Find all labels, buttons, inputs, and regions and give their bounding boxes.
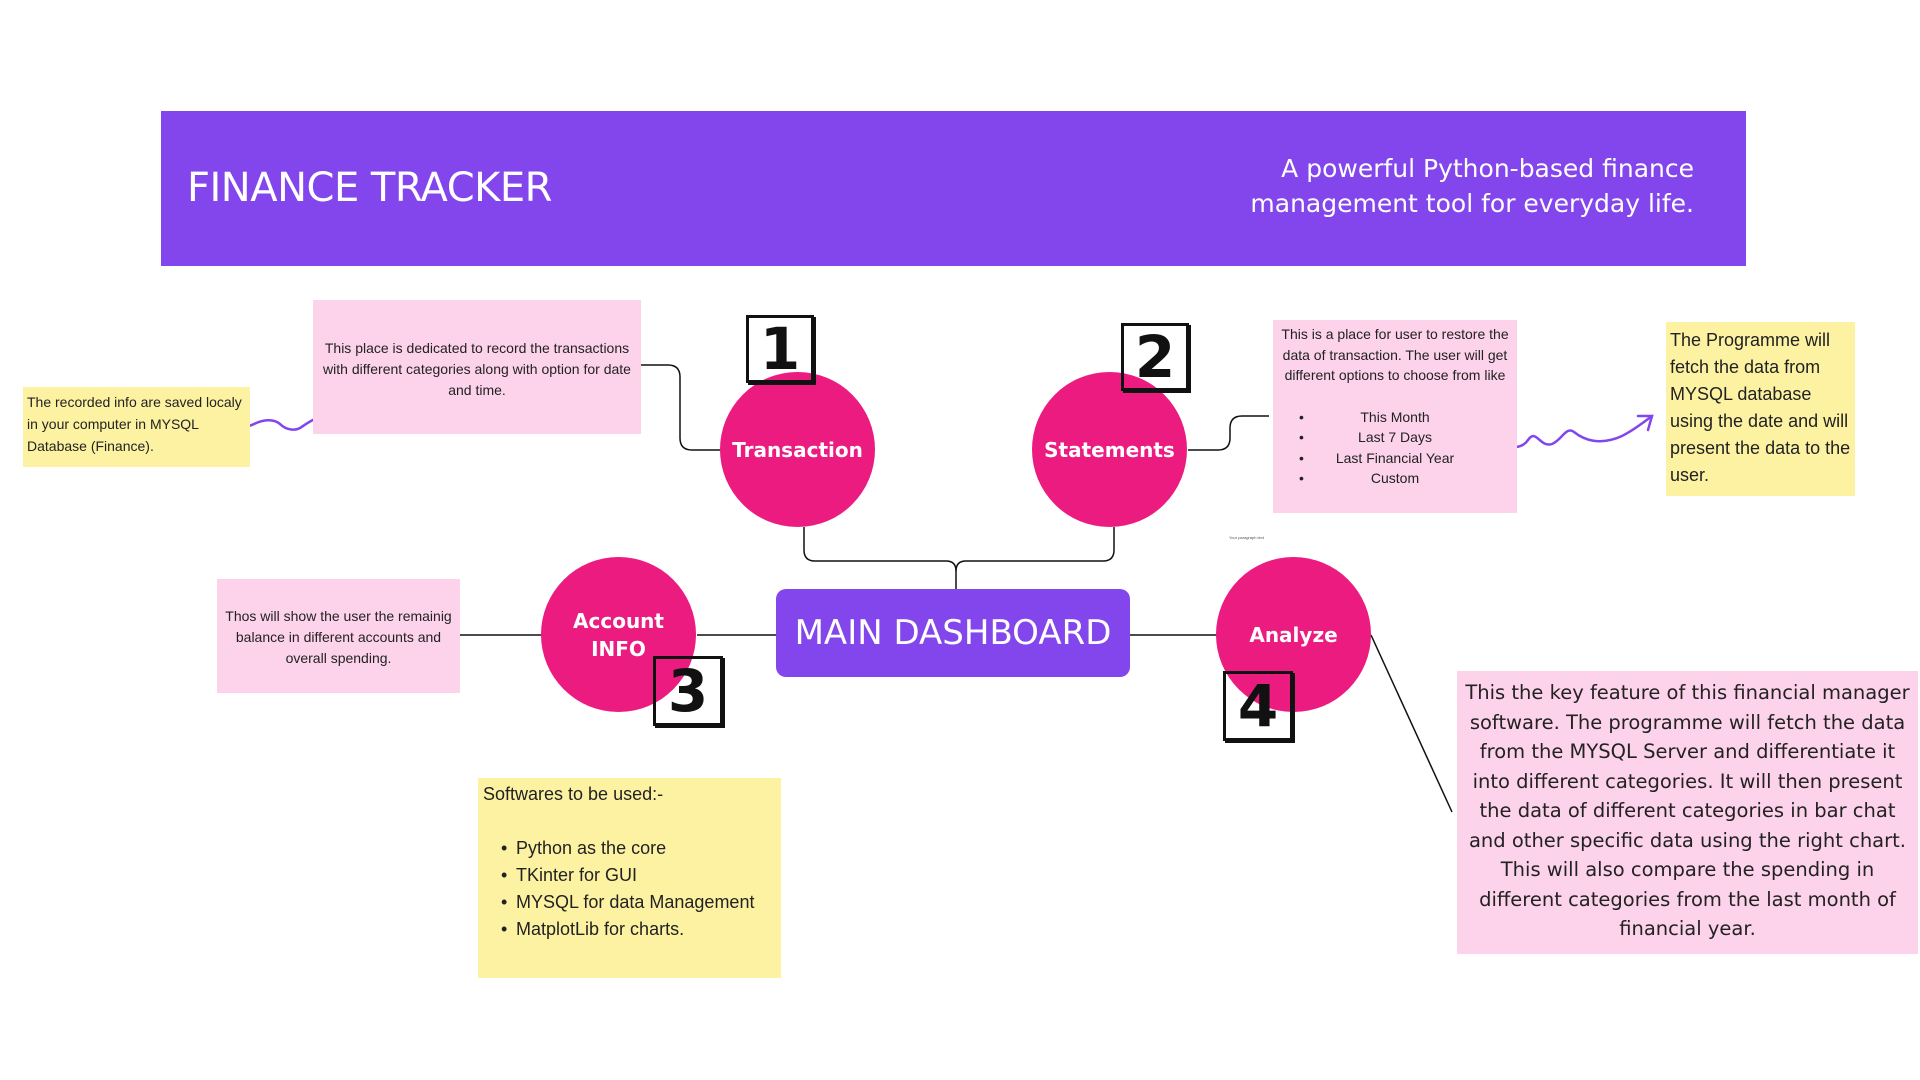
account-info-label-line1: Account xyxy=(573,608,664,633)
number-badge-3: 3 xyxy=(653,656,723,726)
page-title: FINANCE TRACKER xyxy=(187,165,552,211)
statements-note-intro: This is a place for user to restore the … xyxy=(1281,326,1509,383)
statements-option: This Month xyxy=(1277,407,1513,428)
squiggle-arrow-right xyxy=(1502,414,1654,449)
transaction-node: Transaction xyxy=(720,372,875,527)
statements-option: Last Financial Year xyxy=(1277,448,1513,469)
connector-statements-note xyxy=(1188,415,1269,451)
saved-info-note: The recorded info are saved localy in yo… xyxy=(23,387,250,467)
connector-statements-dashboard xyxy=(955,527,1115,572)
account-info-label-line2: INFO xyxy=(591,636,646,661)
transaction-note: This place is dedicated to record the tr… xyxy=(313,300,641,434)
statements-node: Statements xyxy=(1032,372,1187,527)
software-item: TKinter for GUI xyxy=(501,862,776,889)
statements-option: Custom xyxy=(1277,468,1513,489)
page-subtitle: A powerful Python-based finance manageme… xyxy=(1250,154,1694,218)
statements-note: This is a place for user to restore the … xyxy=(1273,320,1517,513)
number-badge-1: 1 xyxy=(746,315,814,383)
statements-options-list: This Month Last 7 Days Last Financial Ye… xyxy=(1277,407,1513,489)
connector-transaction-dashboard xyxy=(803,527,957,589)
number-badge-4: 4 xyxy=(1223,671,1293,741)
account-info-note: Thos will show the user the remainig bal… xyxy=(217,579,460,693)
software-list: Python as the core TKinter for GUI MYSQL… xyxy=(483,835,776,943)
squiggle-arrow-right-head xyxy=(1636,414,1654,432)
software-item: Python as the core xyxy=(501,835,776,862)
software-note: Softwares to be used:- Python as the cor… xyxy=(478,778,781,978)
connector-analyze-note xyxy=(1370,634,1453,813)
account-info-node: Account INFO xyxy=(541,557,696,712)
header-banner xyxy=(161,111,1746,266)
software-heading: Softwares to be used:- xyxy=(483,784,664,804)
placeholder-text: Your paragraph text xyxy=(1229,535,1264,540)
statements-option: Last 7 Days xyxy=(1277,427,1513,448)
programme-note: The Programme will fetch the data from M… xyxy=(1666,322,1855,496)
main-dashboard-node: MAIN DASHBOARD xyxy=(776,589,1130,677)
software-item: MYSQL for data Management xyxy=(501,889,776,916)
number-badge-2: 2 xyxy=(1121,323,1189,391)
software-item: MatplotLib for charts. xyxy=(501,916,776,943)
analyze-note: This the key feature of this financial m… xyxy=(1457,671,1918,954)
connector-transaction-note xyxy=(641,364,723,451)
analyze-node: Analyze xyxy=(1216,557,1371,712)
